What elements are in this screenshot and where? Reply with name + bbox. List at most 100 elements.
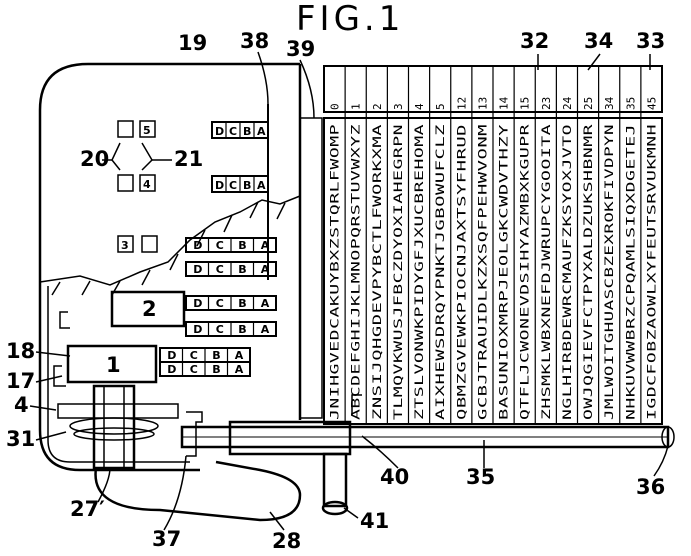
- wheel-letter: B: [212, 363, 220, 376]
- ref-36: 36: [636, 475, 665, 499]
- key-4[interactable]: [139, 174, 156, 192]
- wheel-letter: C: [190, 349, 198, 362]
- ref-20: 20: [80, 147, 109, 171]
- key-blank-bottom-left[interactable]: [117, 174, 134, 192]
- table-header-cell: 14: [498, 96, 511, 110]
- ref-19: 19: [178, 31, 207, 55]
- table-header-cell: 13: [476, 97, 489, 110]
- inner-casing: [47, 286, 190, 463]
- key-blank-3[interactable]: [141, 235, 158, 253]
- wheel-letter: D: [167, 363, 176, 376]
- index-arm: [299, 117, 323, 419]
- table-header-cell: 12: [455, 97, 468, 110]
- table-header-cell: 3: [392, 103, 405, 110]
- cipher-strip: JNIHGVEDCAKUYBXZSTQRLFWOMP: [328, 124, 342, 420]
- wheel-letter: D: [193, 297, 202, 310]
- wheel-letter: C: [216, 239, 224, 252]
- cipher-strip: NGLHIRBDEWRCMAUFZKSYOXJVTO: [560, 124, 574, 420]
- cipher-strip: BASUNIOXMRPJEOLGKCWDVTHZY: [497, 124, 511, 420]
- table-header-cell: 25: [582, 97, 595, 110]
- wheel-letter: A: [261, 263, 270, 276]
- knob-stem-41[interactable]: [322, 452, 348, 508]
- base-plate: [57, 403, 179, 419]
- wheel-letter: A: [235, 363, 244, 376]
- key-group: 5 4 3: [117, 120, 158, 253]
- wheel-letter: C: [216, 323, 224, 336]
- leader-20: [111, 142, 121, 171]
- knob-41[interactable]: [321, 500, 349, 516]
- table-header-cell: 23: [540, 97, 553, 110]
- wheel-letter: A: [261, 239, 270, 252]
- wheel-letter: D: [193, 323, 202, 336]
- ref-38: 38: [240, 29, 269, 53]
- base-gear-2: [73, 427, 155, 441]
- table-header-cell: 15: [519, 97, 532, 110]
- cipher-strip: IGDCFOBZAOWLXYFEUTSRVUKMNH: [644, 124, 658, 420]
- ref-41: 41: [360, 509, 389, 533]
- table-header-cell: 5: [434, 103, 447, 110]
- slider-block: [228, 420, 352, 456]
- lever-hook-upper: [59, 311, 70, 329]
- wheel-letter: B: [238, 297, 246, 310]
- ref-21: 21: [174, 147, 203, 171]
- cipher-strip: AIXHEWSDRQYPNKTJGBOWUFCLZ: [433, 124, 447, 420]
- key-3-label: 3: [121, 239, 129, 252]
- wheel-letter: B: [238, 323, 246, 336]
- ref-28: 28: [272, 529, 301, 553]
- wheel-letter: C: [190, 363, 198, 376]
- cipher-strip: QTFLJCWONEVDSIHYAZMBXKGUPR: [518, 124, 532, 420]
- cutaway-hatching: [51, 201, 286, 296]
- wheel-letter: D: [193, 263, 202, 276]
- wheel-letter: B: [212, 349, 220, 362]
- cipher-strip: ZHSMKLWBXNEFDJWRUPCYGOOITA: [539, 124, 553, 420]
- wheel-letter: D: [215, 125, 224, 138]
- wheel-letter: C: [216, 297, 224, 310]
- wheel-letter: A: [235, 349, 244, 362]
- leader-21: [141, 142, 153, 171]
- wheel-letter: C: [216, 263, 224, 276]
- table-header-cell: 0: [329, 103, 342, 110]
- wheel-letter: C: [229, 125, 237, 138]
- cipher-strip: NHKUVWWBRZCPQAMLSIQXDGETEJ: [623, 124, 637, 420]
- ref-37: 37: [152, 527, 181, 551]
- wheel-letter: A: [261, 323, 270, 336]
- loop-28: [94, 460, 302, 522]
- wheel-letter: C: [229, 179, 237, 192]
- key-5[interactable]: [139, 120, 156, 138]
- wheel-letter: B: [243, 125, 251, 138]
- cipher-strip: OWJQGIEVFCTPYXALDZUKSHBNMR: [581, 124, 595, 420]
- table-header-cell: 45: [645, 97, 658, 110]
- cipher-strip: JMLWOITGHUASCBZEXROKFIVDPYN: [602, 124, 616, 420]
- wheel-letter: A: [261, 297, 270, 310]
- table-header-cell: 34: [603, 96, 616, 110]
- table-header-cell: 2: [371, 103, 384, 110]
- wheel-letter: D: [215, 179, 224, 192]
- cipher-strip: ZTSLVONWKPIDYGFJXUCBREHOMA: [412, 124, 426, 420]
- bracket-37: [186, 411, 203, 457]
- ref-35: 35: [466, 465, 495, 489]
- key-block-1[interactable]: [66, 344, 158, 384]
- ref-40: 40: [380, 465, 409, 489]
- ref-39: 39: [286, 37, 315, 61]
- wheel-letter: B: [238, 239, 246, 252]
- key-block-2[interactable]: [110, 290, 186, 328]
- wheel-letter: D: [167, 349, 176, 362]
- leader-lines: [29, 51, 669, 531]
- ref-17: 17: [6, 369, 35, 393]
- key-blank-top-left[interactable]: [117, 120, 134, 138]
- key-3[interactable]: [117, 235, 134, 253]
- ref-18: 18: [6, 339, 35, 363]
- cipher-strip: GCBJTRAUIDLKZXSQFPEHWVONM: [475, 124, 489, 420]
- cipher-strip: TLMQVKWUSJFBCZDYOXIAHEGRPN: [391, 124, 405, 420]
